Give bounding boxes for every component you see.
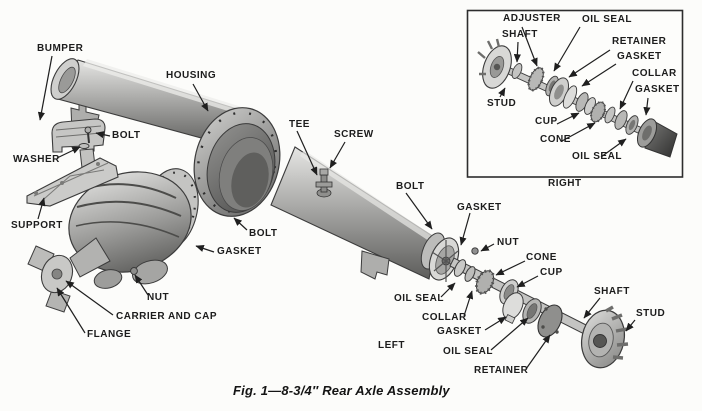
bumper-support-parts-drawing: [26, 118, 119, 207]
cone-part-inset: [589, 101, 607, 123]
leader-arrow: [513, 41, 521, 63]
label-bolt-center: BOLT: [249, 228, 278, 239]
leader-arrow: [440, 282, 456, 298]
leader-arrow: [490, 317, 529, 351]
label-collar: COLLAR: [422, 312, 467, 323]
leader-arrow: [498, 87, 506, 98]
washer-part: [78, 143, 90, 149]
label-support: SUPPORT: [11, 220, 63, 231]
label-retainer: RETAINER: [474, 365, 529, 376]
label-flange: FLANGE: [87, 329, 132, 340]
label-oil-seal-inner: OIL SEAL: [394, 293, 444, 304]
label-cone: CONE: [526, 252, 557, 263]
leader-arrow: [521, 26, 538, 67]
leader-arrow: [296, 130, 318, 176]
label-bolt-right: BOLT: [396, 181, 425, 192]
retainer-plate-part: [537, 304, 563, 338]
leader-arrows: [37, 26, 651, 370]
left-axle-shaft-parts-drawing: [449, 247, 629, 369]
support-bracket-part: [26, 148, 119, 207]
leader-arrow: [37, 197, 46, 220]
label-inset-shaft: SHAFT: [502, 29, 538, 40]
bearing-cone-part: [474, 269, 496, 295]
leader-arrow: [134, 274, 149, 296]
leader-arrow: [65, 280, 114, 316]
leader-arrow: [583, 297, 601, 319]
label-carrier-and-cap: CARRIER AND CAP: [116, 311, 218, 322]
leader-arrow: [37, 55, 53, 121]
label-inset-retainer: RETAINER: [612, 36, 667, 47]
label-screw: SCREW: [334, 129, 374, 140]
leader-arrow: [581, 63, 617, 87]
leader-arrow: [568, 49, 611, 78]
label-inset-oil-seal-bottom: OIL SEAL: [572, 151, 622, 162]
leader-arrow: [233, 217, 248, 231]
label-gasket-right: GASKET: [457, 202, 502, 213]
spring-perch-right: [360, 250, 390, 280]
leader-arrow: [192, 83, 209, 112]
leader-arrow: [405, 192, 433, 230]
label-inset-adjuster: ADJUSTER: [503, 13, 561, 24]
leader-arrow: [516, 275, 539, 288]
label-inset-oil-seal-top: OIL SEAL: [582, 14, 632, 25]
label-inset-stud: STUD: [487, 98, 517, 109]
leader-arrow: [56, 287, 86, 334]
label-stud: STUD: [636, 308, 666, 319]
leader-arrow: [459, 212, 471, 246]
label-gasket-outer: GASKET: [437, 326, 482, 337]
leader-arrow: [95, 131, 111, 139]
label-left-side: LEFT: [378, 340, 405, 351]
leader-arrow: [525, 334, 551, 370]
label-inset-gasket-lower: GASKET: [635, 84, 680, 95]
leader-arrow: [625, 319, 636, 332]
leader-arrow: [480, 243, 495, 252]
leader-arrow: [195, 245, 215, 253]
gasket-plate-part: [502, 292, 524, 324]
axle-housing-drawing: [50, 58, 461, 282]
label-cup: CUP: [540, 267, 563, 278]
figure-caption: Fig. 1—8-3/4″ Rear Axle Assembly: [233, 383, 450, 398]
leader-arrow: [463, 290, 474, 317]
oil-seal-part: [522, 298, 542, 324]
leader-arrow: [495, 260, 526, 276]
leader-arrow: [561, 122, 596, 142]
loose-nut-part: [130, 267, 138, 275]
label-gasket-center: GASKET: [217, 246, 262, 257]
leader-arrow: [484, 316, 507, 331]
pinion-flange-yoke: [27, 245, 74, 313]
adjuster-part: [527, 66, 545, 92]
label-inset-right-side: RIGHT: [548, 178, 582, 189]
wheel-hub-drawing: [580, 305, 629, 369]
leader-arrow: [329, 141, 346, 169]
label-inset-cone: CONE: [540, 134, 571, 145]
leader-arrow: [56, 146, 81, 159]
label-bumper: BUMPER: [37, 43, 84, 54]
leader-arrow: [643, 97, 651, 116]
label-inset-cup: CUP: [535, 116, 558, 127]
label-housing: HOUSING: [166, 70, 217, 81]
tee-screw-fitting: [315, 168, 333, 198]
label-shaft: SHAFT: [594, 286, 630, 297]
label-tee: TEE: [289, 119, 310, 130]
leader-arrow: [553, 26, 581, 72]
label-inset-collar: COLLAR: [632, 68, 677, 79]
label-washer: WASHER: [13, 154, 60, 165]
leader-arrow: [556, 112, 580, 125]
label-oil-seal-outer: OIL SEAL: [443, 346, 493, 357]
right-axle-shaft-drawing: [477, 38, 678, 158]
bolt-part: [84, 126, 92, 144]
leader-arrow: [600, 138, 627, 158]
label-bolt-top: BOLT: [112, 130, 141, 141]
leader-arrow: [619, 80, 634, 110]
label-inset-gasket-upper: GASKET: [617, 51, 662, 62]
label-nut-right: NUT: [497, 237, 520, 248]
nut-part: [471, 247, 479, 255]
label-nut-left: NUT: [147, 292, 170, 303]
